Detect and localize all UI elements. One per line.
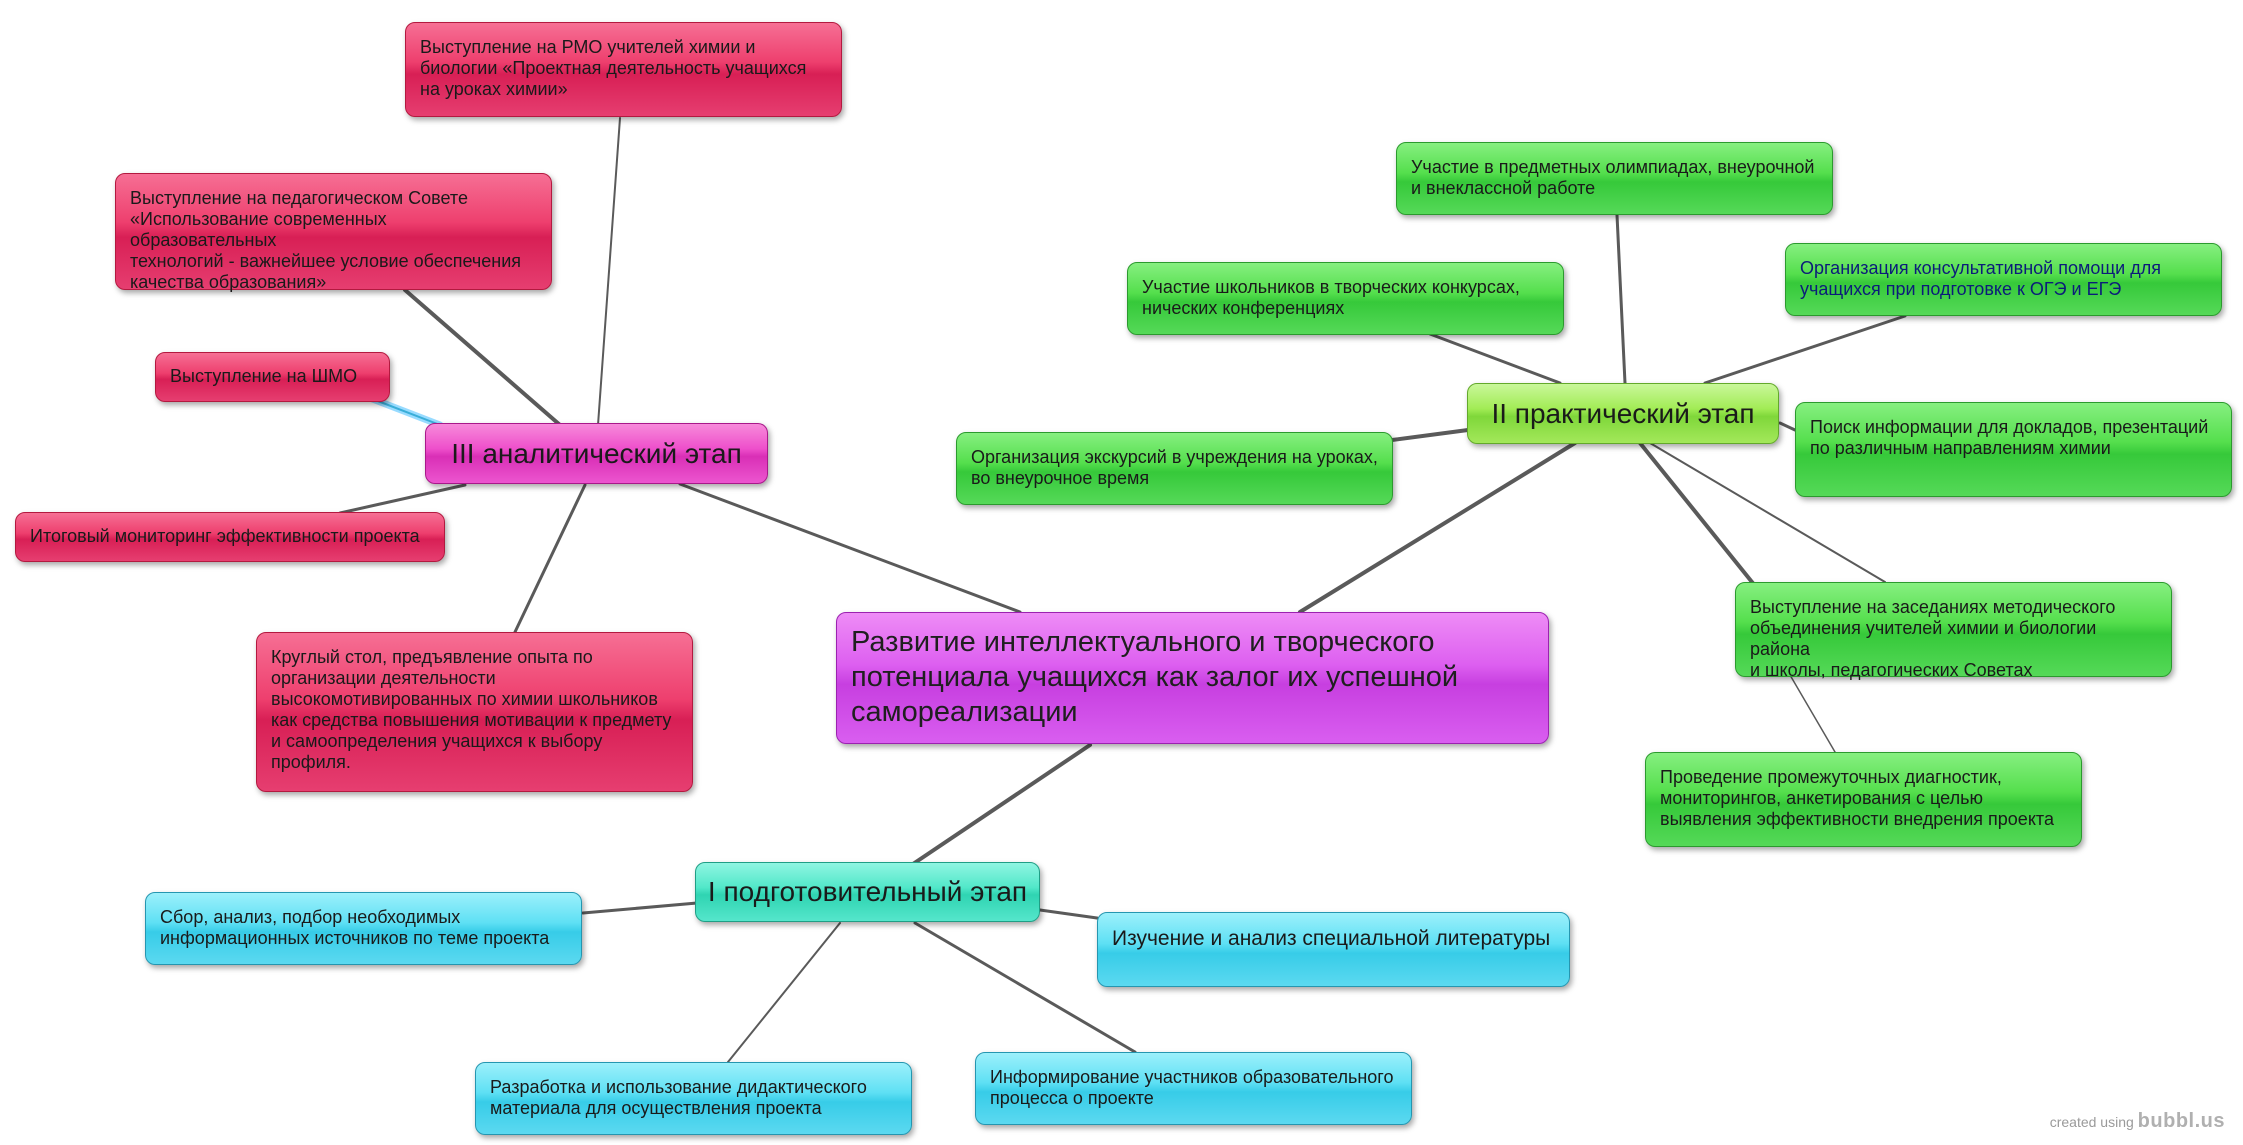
- bubblus-watermark: created using bubbl.us: [2050, 1110, 2225, 1133]
- node-sources-collection[interactable]: Сбор, анализ, подбор необходимых информа…: [145, 892, 582, 965]
- stage-preparatory[interactable]: I подготовительный этап: [695, 862, 1040, 922]
- link-analytic-council: [403, 288, 562, 427]
- link-analytic-shmo-core: [369, 397, 441, 426]
- link-analytic-roundtable: [513, 483, 587, 634]
- node-methodical-meetings[interactable]: Выступление на заседаниях методического …: [1735, 582, 2172, 680]
- node-excursions[interactable]: Организация экскурсий в учреждения на ур…: [956, 432, 1393, 505]
- link-prep-literature: [1038, 908, 1099, 920]
- node-final-monitoring[interactable]: Итоговый мониторинг эффективности проект…: [15, 512, 445, 562]
- link-analytic-monitoring: [338, 483, 467, 515]
- link-meetings-diagnostics: [1789, 674, 1836, 753]
- link-practical-contests: [1428, 332, 1562, 385]
- link-practical-meetings: [1649, 442, 1886, 583]
- link-practical-consult: [1703, 314, 1907, 385]
- link-analytic-rmo: [597, 117, 621, 426]
- stage-analytic[interactable]: III аналитический этап: [425, 423, 768, 484]
- node-consultations[interactable]: Организация консультативной помощи для у…: [1785, 243, 2222, 316]
- link-practical-meetings-2: [1638, 441, 1762, 594]
- node-pedagogical-council[interactable]: Выступление на педагогическом Совете «Ис…: [115, 173, 552, 292]
- link-practical-search: [1778, 421, 1797, 432]
- central-topic[interactable]: Развитие интеллектуального и творческого…: [836, 612, 1549, 744]
- node-rmo-speech[interactable]: Выступление на РМО учителей химии и биол…: [405, 22, 842, 117]
- watermark-prefix: created using: [2049, 1114, 2134, 1130]
- node-information-search[interactable]: Поиск информации для докладов, презентац…: [1795, 402, 2232, 497]
- link-practical-excursions: [1390, 428, 1470, 442]
- node-olympiads[interactable]: Участие в предметных олимпиадах, внеуроч…: [1396, 142, 1833, 215]
- link-prep-didactic: [727, 922, 841, 1063]
- node-literature-study[interactable]: Изучение и анализ специальной литературы: [1097, 912, 1570, 987]
- link-central-preparatory: [908, 743, 1092, 868]
- node-round-table[interactable]: Круглый стол, предъявление опыта по орга…: [256, 632, 693, 792]
- link-practical-olympiads: [1615, 213, 1627, 385]
- link-prep-sources: [581, 901, 699, 915]
- node-diagnostics[interactable]: Проведение промежуточных диагностик, мон…: [1645, 752, 2082, 847]
- node-didactic-materials[interactable]: Разработка и использование дидактическог…: [475, 1062, 912, 1135]
- stage-practical[interactable]: II практический этап: [1467, 383, 1779, 444]
- watermark-brand: bubbl.us: [2137, 1110, 2225, 1132]
- node-shmo-speech[interactable]: Выступление на ШМО: [155, 352, 390, 402]
- link-central-analytic: [678, 482, 1022, 614]
- node-participants-info[interactable]: Информирование участников образовательно…: [975, 1052, 1412, 1125]
- node-creative-contests[interactable]: Участие школьников в творческих конкурса…: [1127, 262, 1564, 335]
- link-prep-inform: [913, 921, 1137, 1054]
- link-central-practical: [1298, 441, 1577, 614]
